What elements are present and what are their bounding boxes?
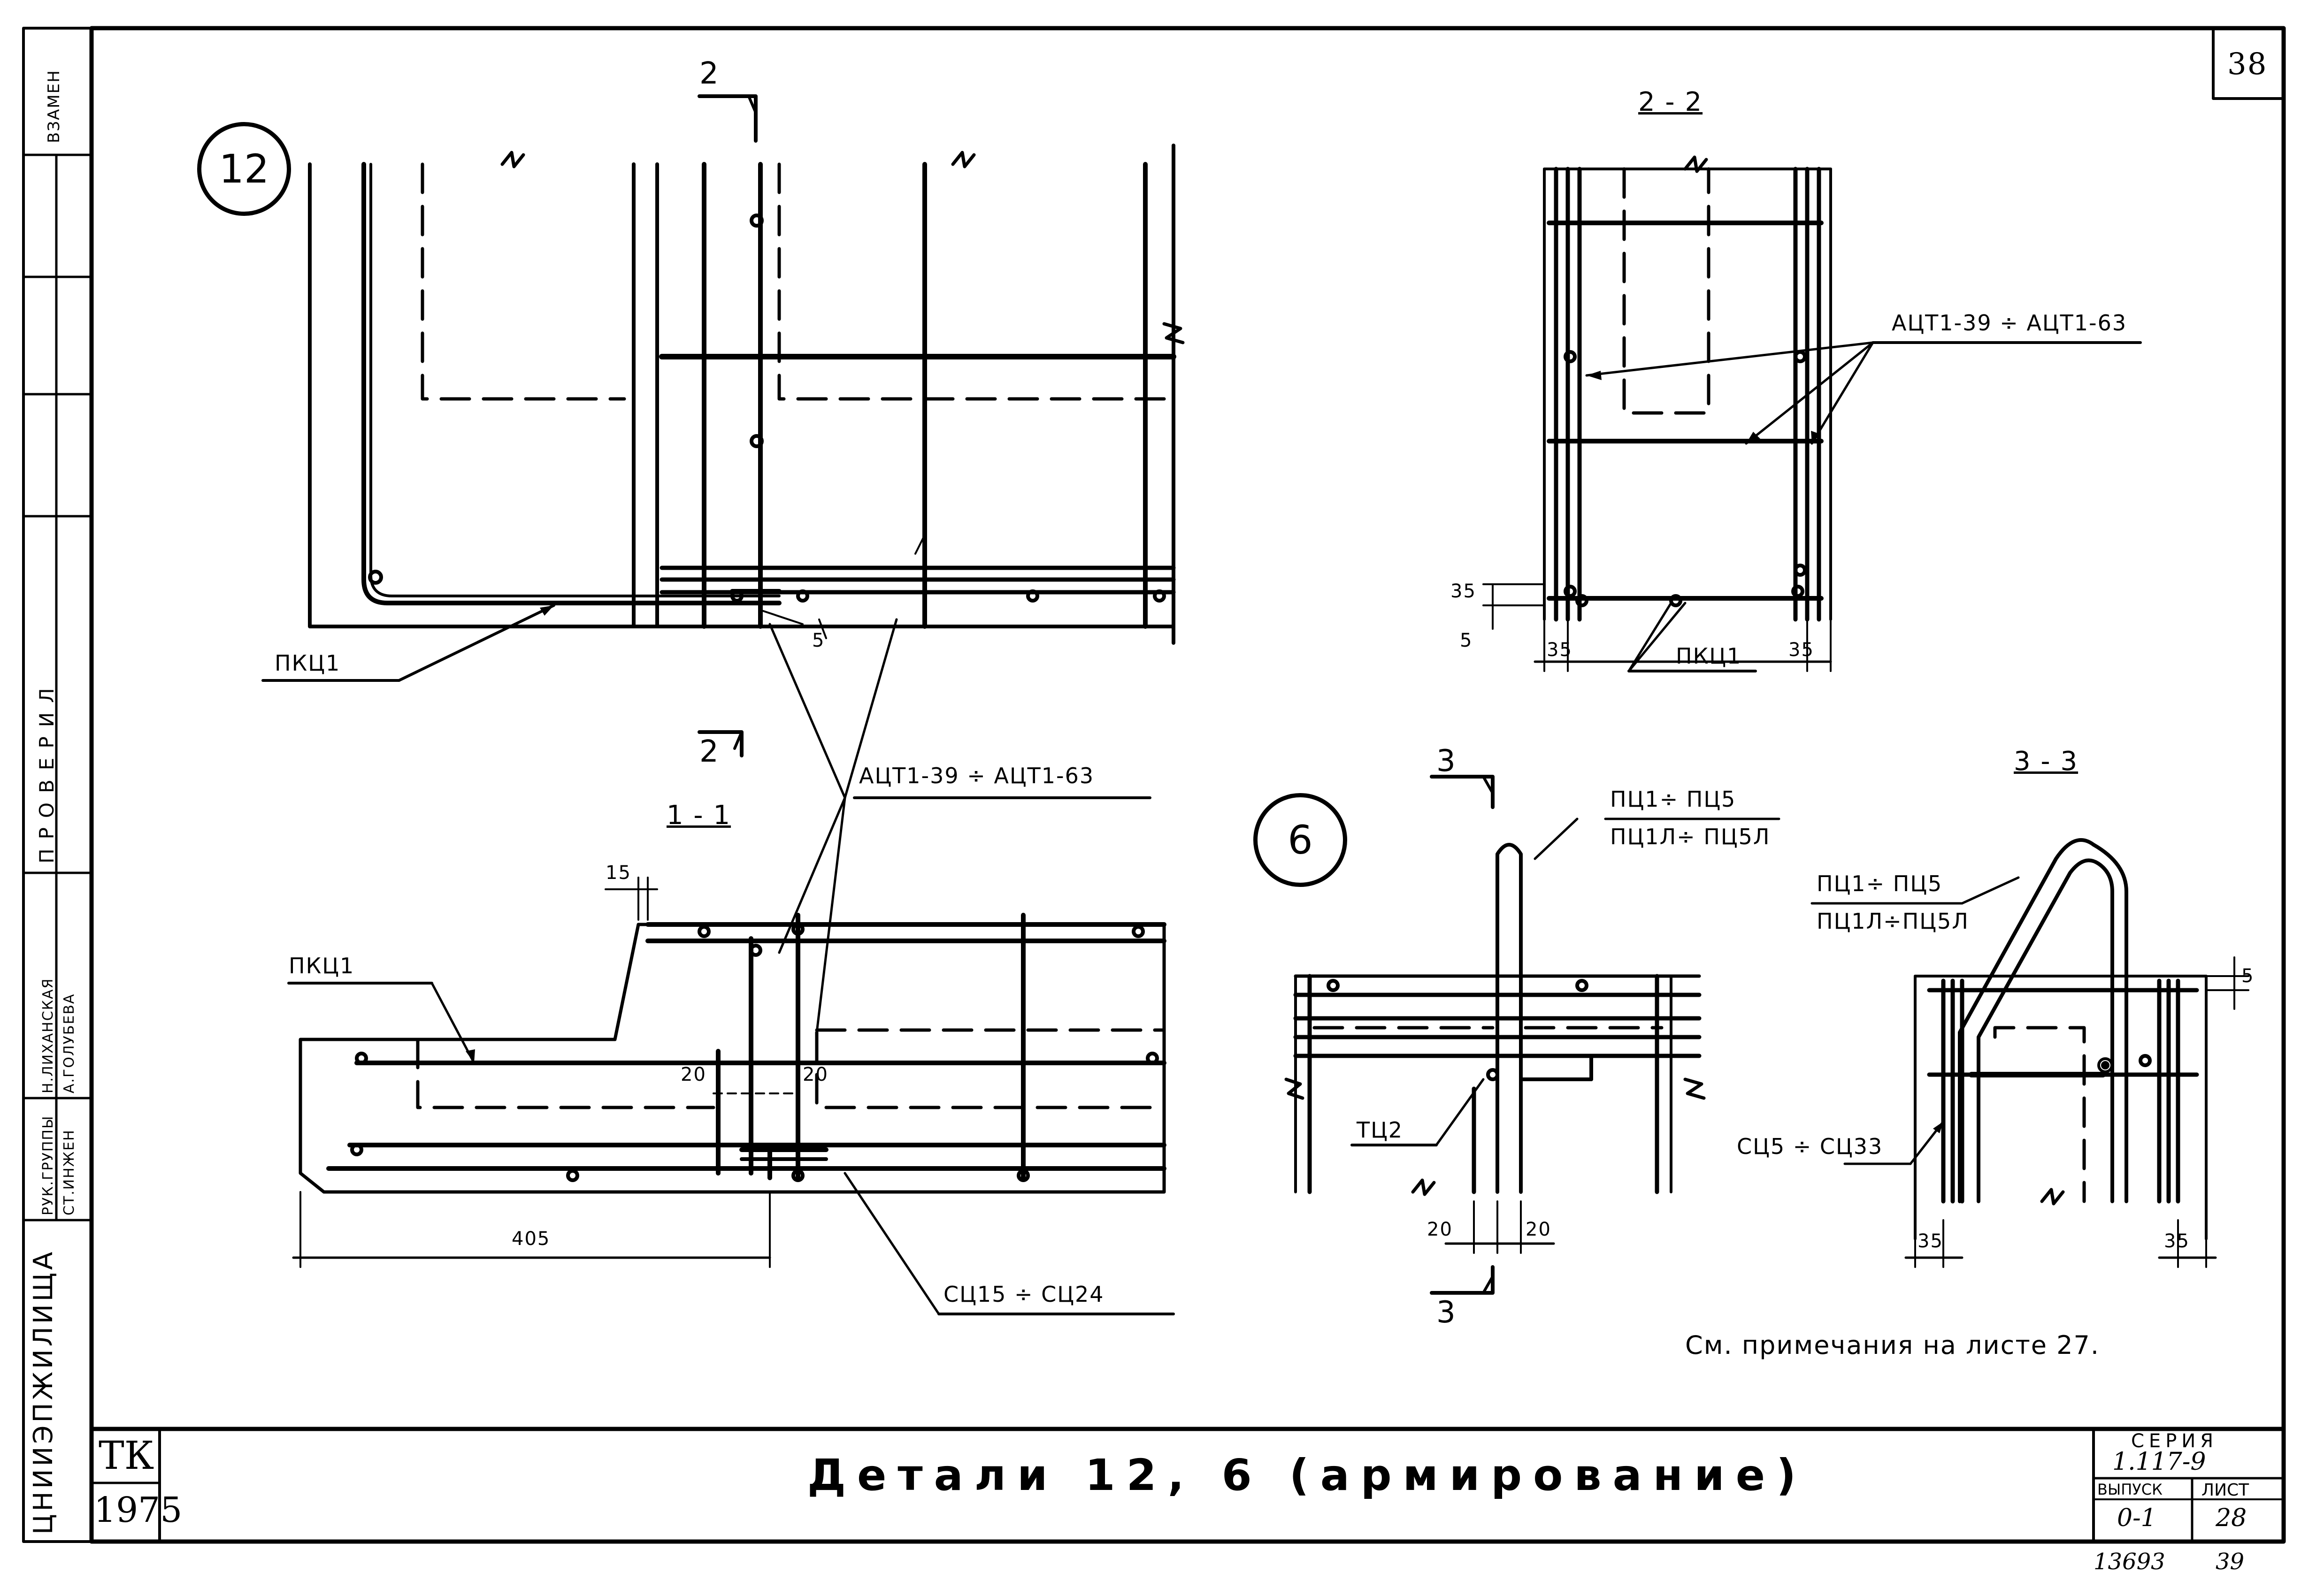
dim-5-c: 5 (812, 630, 825, 651)
inventory-number: 13693 (2094, 1549, 2165, 1575)
side-name-2: А.ГОЛУБЕВА (61, 993, 77, 1093)
dim-35-d: 35 (1918, 1230, 1943, 1252)
section-3-3-title: 3 - 3 (2014, 746, 2079, 777)
label-tc2: ТЦ2 (1357, 1117, 1404, 1143)
label-pcl-range-section33: ПЦ1Л÷ПЦ5Л (1817, 909, 1969, 934)
sheet-value: 28 (2216, 1504, 2247, 1532)
label-pkc1-detail12: ПКЦ1 (275, 650, 341, 676)
label-act-range-section22: АЦТ1-39 ÷ АЦТ1-63 (1892, 310, 2127, 336)
cut-2-top-label: 2 (699, 56, 720, 91)
dim-20-b: 20 (803, 1064, 828, 1085)
side-organization: ЦНИИЭПЖИЛИЩА (28, 1249, 59, 1535)
dim-35-e: 35 (2164, 1230, 2190, 1252)
dim-20-a: 20 (681, 1064, 706, 1085)
dim-405: 405 (512, 1228, 551, 1250)
tk-year: 1975 (94, 1490, 183, 1530)
dim-5-a: 5 (1460, 630, 1473, 651)
dim-15: 15 (606, 862, 631, 884)
series-value: 1.117-9 (2112, 1448, 2206, 1476)
dim-20-c: 20 (1427, 1219, 1453, 1240)
label-pc-range-detail6: ПЦ1÷ ПЦ5 (1610, 787, 1736, 812)
issue-value: 0-1 (2117, 1504, 2156, 1532)
cut-2-bottom-label: 2 (699, 734, 720, 769)
dim-35-a: 35 (1547, 639, 1572, 661)
side-name-1: Н.ЛИХАНСКАЯ (40, 977, 56, 1093)
label-pcl-range-detail6: ПЦ1Л÷ ПЦ5Л (1610, 824, 1771, 849)
cut-3-top-label: 3 (1436, 744, 1457, 779)
detail-12-marker: 12 (197, 122, 291, 216)
series-label: СЕРИЯ (2131, 1430, 2218, 1452)
label-act-range-detail12: АЦТ1-39 ÷ АЦТ1-63 (859, 763, 1095, 788)
side-ruk-gruppy: РУК.ГРУППЫ (40, 1115, 56, 1215)
label-pkc1-section22: ПКЦ1 (1676, 643, 1742, 669)
side-st-inzhen: СТ.ИНЖЕН (61, 1129, 77, 1215)
cut-3-bottom-label: 3 (1436, 1295, 1457, 1330)
dim-20-d: 20 (1526, 1219, 1551, 1240)
dim-5-b: 5 (2241, 965, 2255, 987)
dim-35-b: 35 (1788, 639, 1814, 661)
section-2-2-title: 2 - 2 (1638, 87, 1703, 117)
sheet-number: 38 (2227, 47, 2268, 82)
label-sc-range-section11: СЦ15 ÷ СЦ24 (943, 1282, 1104, 1307)
section-1-1-title: 1 - 1 (667, 800, 731, 831)
side-vzamen: ВЗАМЕН (45, 69, 63, 143)
issue-label: ВЫПУСК (2097, 1481, 2163, 1498)
label-sc-range-section33: СЦ5 ÷ СЦ33 (1737, 1134, 1883, 1159)
drawing-title: Детали 12, 6 (армирование) (807, 1450, 1808, 1500)
tk-mark: ТК (99, 1434, 154, 1478)
inventory-sheet: 39 (2216, 1549, 2245, 1575)
label-pc-range-section33: ПЦ1÷ ПЦ5 (1817, 871, 1943, 896)
sheet-label: ЛИСТ (2201, 1481, 2249, 1500)
note-see-sheet-27: См. примечания на листе 27. (1685, 1330, 2100, 1360)
detail-6-marker: 6 (1253, 793, 1347, 887)
label-pkc1-section11: ПКЦ1 (289, 953, 355, 978)
dim-35-c-vertical: 35 (1450, 580, 1476, 602)
side-proveril: ПРОВЕРИЛ (35, 679, 58, 863)
